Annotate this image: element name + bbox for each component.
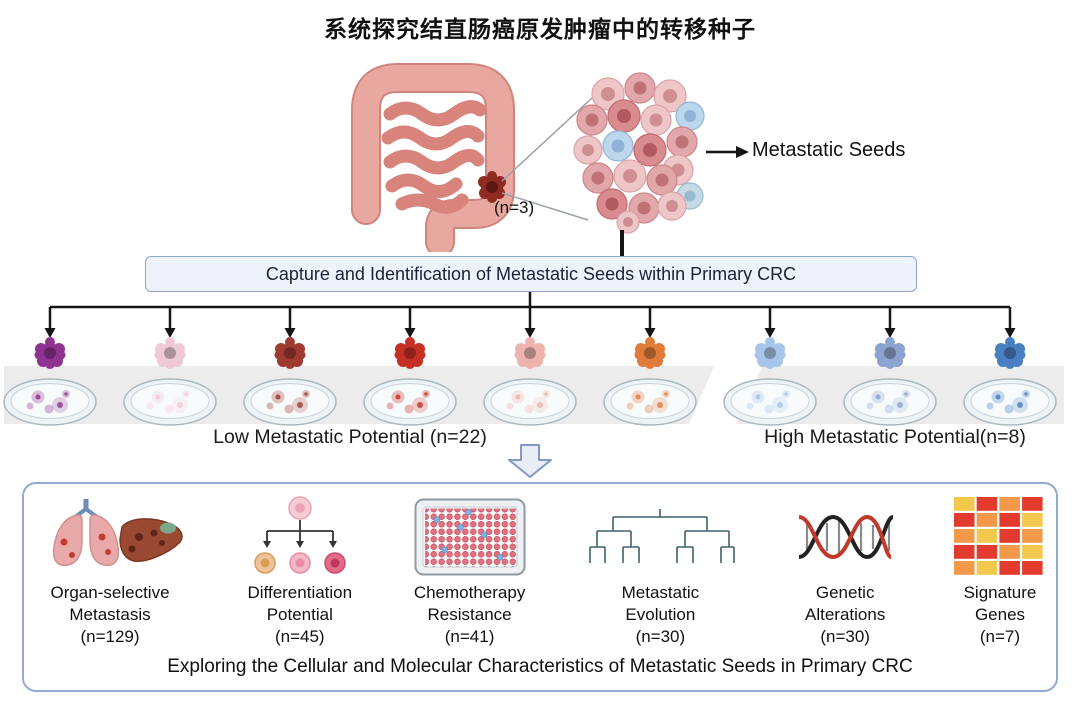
cell-clone-icon — [153, 336, 187, 375]
cell-clone-icon — [873, 336, 907, 375]
tumor-cell-cluster-icon — [573, 72, 705, 234]
clone-column-8 — [842, 336, 938, 432]
metastatic-seeds-label: Metastatic Seeds — [752, 139, 906, 161]
panel-signature-genes: Signature Genes (n=7) — [953, 492, 1046, 648]
colon-illustration-icon — [351, 63, 515, 252]
petri-dish-icon — [722, 377, 818, 432]
clone-column-7 — [722, 336, 818, 432]
seeds-arrow — [706, 146, 749, 158]
petri-dish-icon — [962, 377, 1058, 432]
cell-clone-icon — [33, 336, 67, 375]
clone-column-1 — [2, 336, 98, 432]
primary-tumor-count: (n=3) — [494, 198, 535, 217]
petri-dish-icon — [842, 377, 938, 432]
panel-genetic-alterations: Genetic Alterations (n=30) — [795, 492, 895, 648]
cell-clone-icon — [273, 336, 307, 375]
down-block-arrow-icon — [508, 444, 552, 478]
lungs-liver-icon — [34, 492, 186, 582]
bottom-caption: Exploring the Cellular and Molecular Cha… — [167, 656, 913, 677]
petri-dish-icon — [602, 377, 698, 432]
clone-column-4 — [362, 336, 458, 432]
cell-clone-icon — [393, 336, 427, 375]
cell-clone-icon — [753, 336, 787, 375]
panel-label: Signature Genes (n=7) — [963, 583, 1037, 647]
clone-column-9 — [962, 336, 1058, 432]
panel-label: Genetic Alterations (n=30) — [805, 583, 886, 647]
cell-clone-icon — [993, 336, 1027, 375]
panel-organ-selective-metastasis: Organ-selective Metastasis (n=129) — [34, 492, 186, 648]
low-group-band — [4, 366, 714, 424]
panel-label: Metastatic Evolution (n=30) — [621, 583, 700, 647]
capture-box: Capture and Identification of Metastatic… — [145, 256, 917, 292]
clone-column-5 — [482, 336, 578, 432]
clone-column-2 — [122, 336, 218, 432]
figure-title: 系统探究结直肠癌原发肿瘤中的转移种子 — [324, 16, 756, 42]
panel-label: Organ-selective Metastasis (n=129) — [50, 583, 170, 647]
clone-column-3 — [242, 336, 338, 432]
panel-label: Differentiation Potential (n=45) — [247, 583, 353, 647]
dna-helix-icon — [795, 492, 895, 582]
heatmap-icon — [953, 492, 1046, 582]
clone-column-6 — [602, 336, 698, 432]
high-metastatic-label: High Metastatic Potential(n=8) — [764, 426, 1026, 448]
petri-dish-icon — [122, 377, 218, 432]
characterization-box — [22, 482, 1058, 692]
panel-row: Organ-selective Metastasis (n=129) — [34, 492, 1046, 648]
cell-clone-icon — [633, 336, 667, 375]
branch-arrows — [44, 290, 1016, 338]
phylogenetic-tree-icon — [584, 492, 736, 582]
low-metastatic-label: Low Metastatic Potential (n=22) — [213, 426, 487, 448]
petri-dish-icon — [242, 377, 338, 432]
panel-metastatic-evolution: Metastatic Evolution (n=30) — [584, 492, 736, 648]
petri-dish-icon — [482, 377, 578, 432]
cell-clone-icon — [513, 336, 547, 375]
panel-label: Chemotherapy Resistance (n=41) — [413, 583, 526, 647]
well-plate-icon — [414, 492, 526, 582]
petri-dish-icon — [2, 377, 98, 432]
panel-chemotherapy-resistance: Chemotherapy Resistance (n=41) — [414, 492, 526, 648]
differentiation-tree-icon — [245, 492, 355, 582]
petri-dish-icon — [362, 377, 458, 432]
panel-differentiation-potential: Differentiation Potential (n=45) — [245, 492, 355, 648]
